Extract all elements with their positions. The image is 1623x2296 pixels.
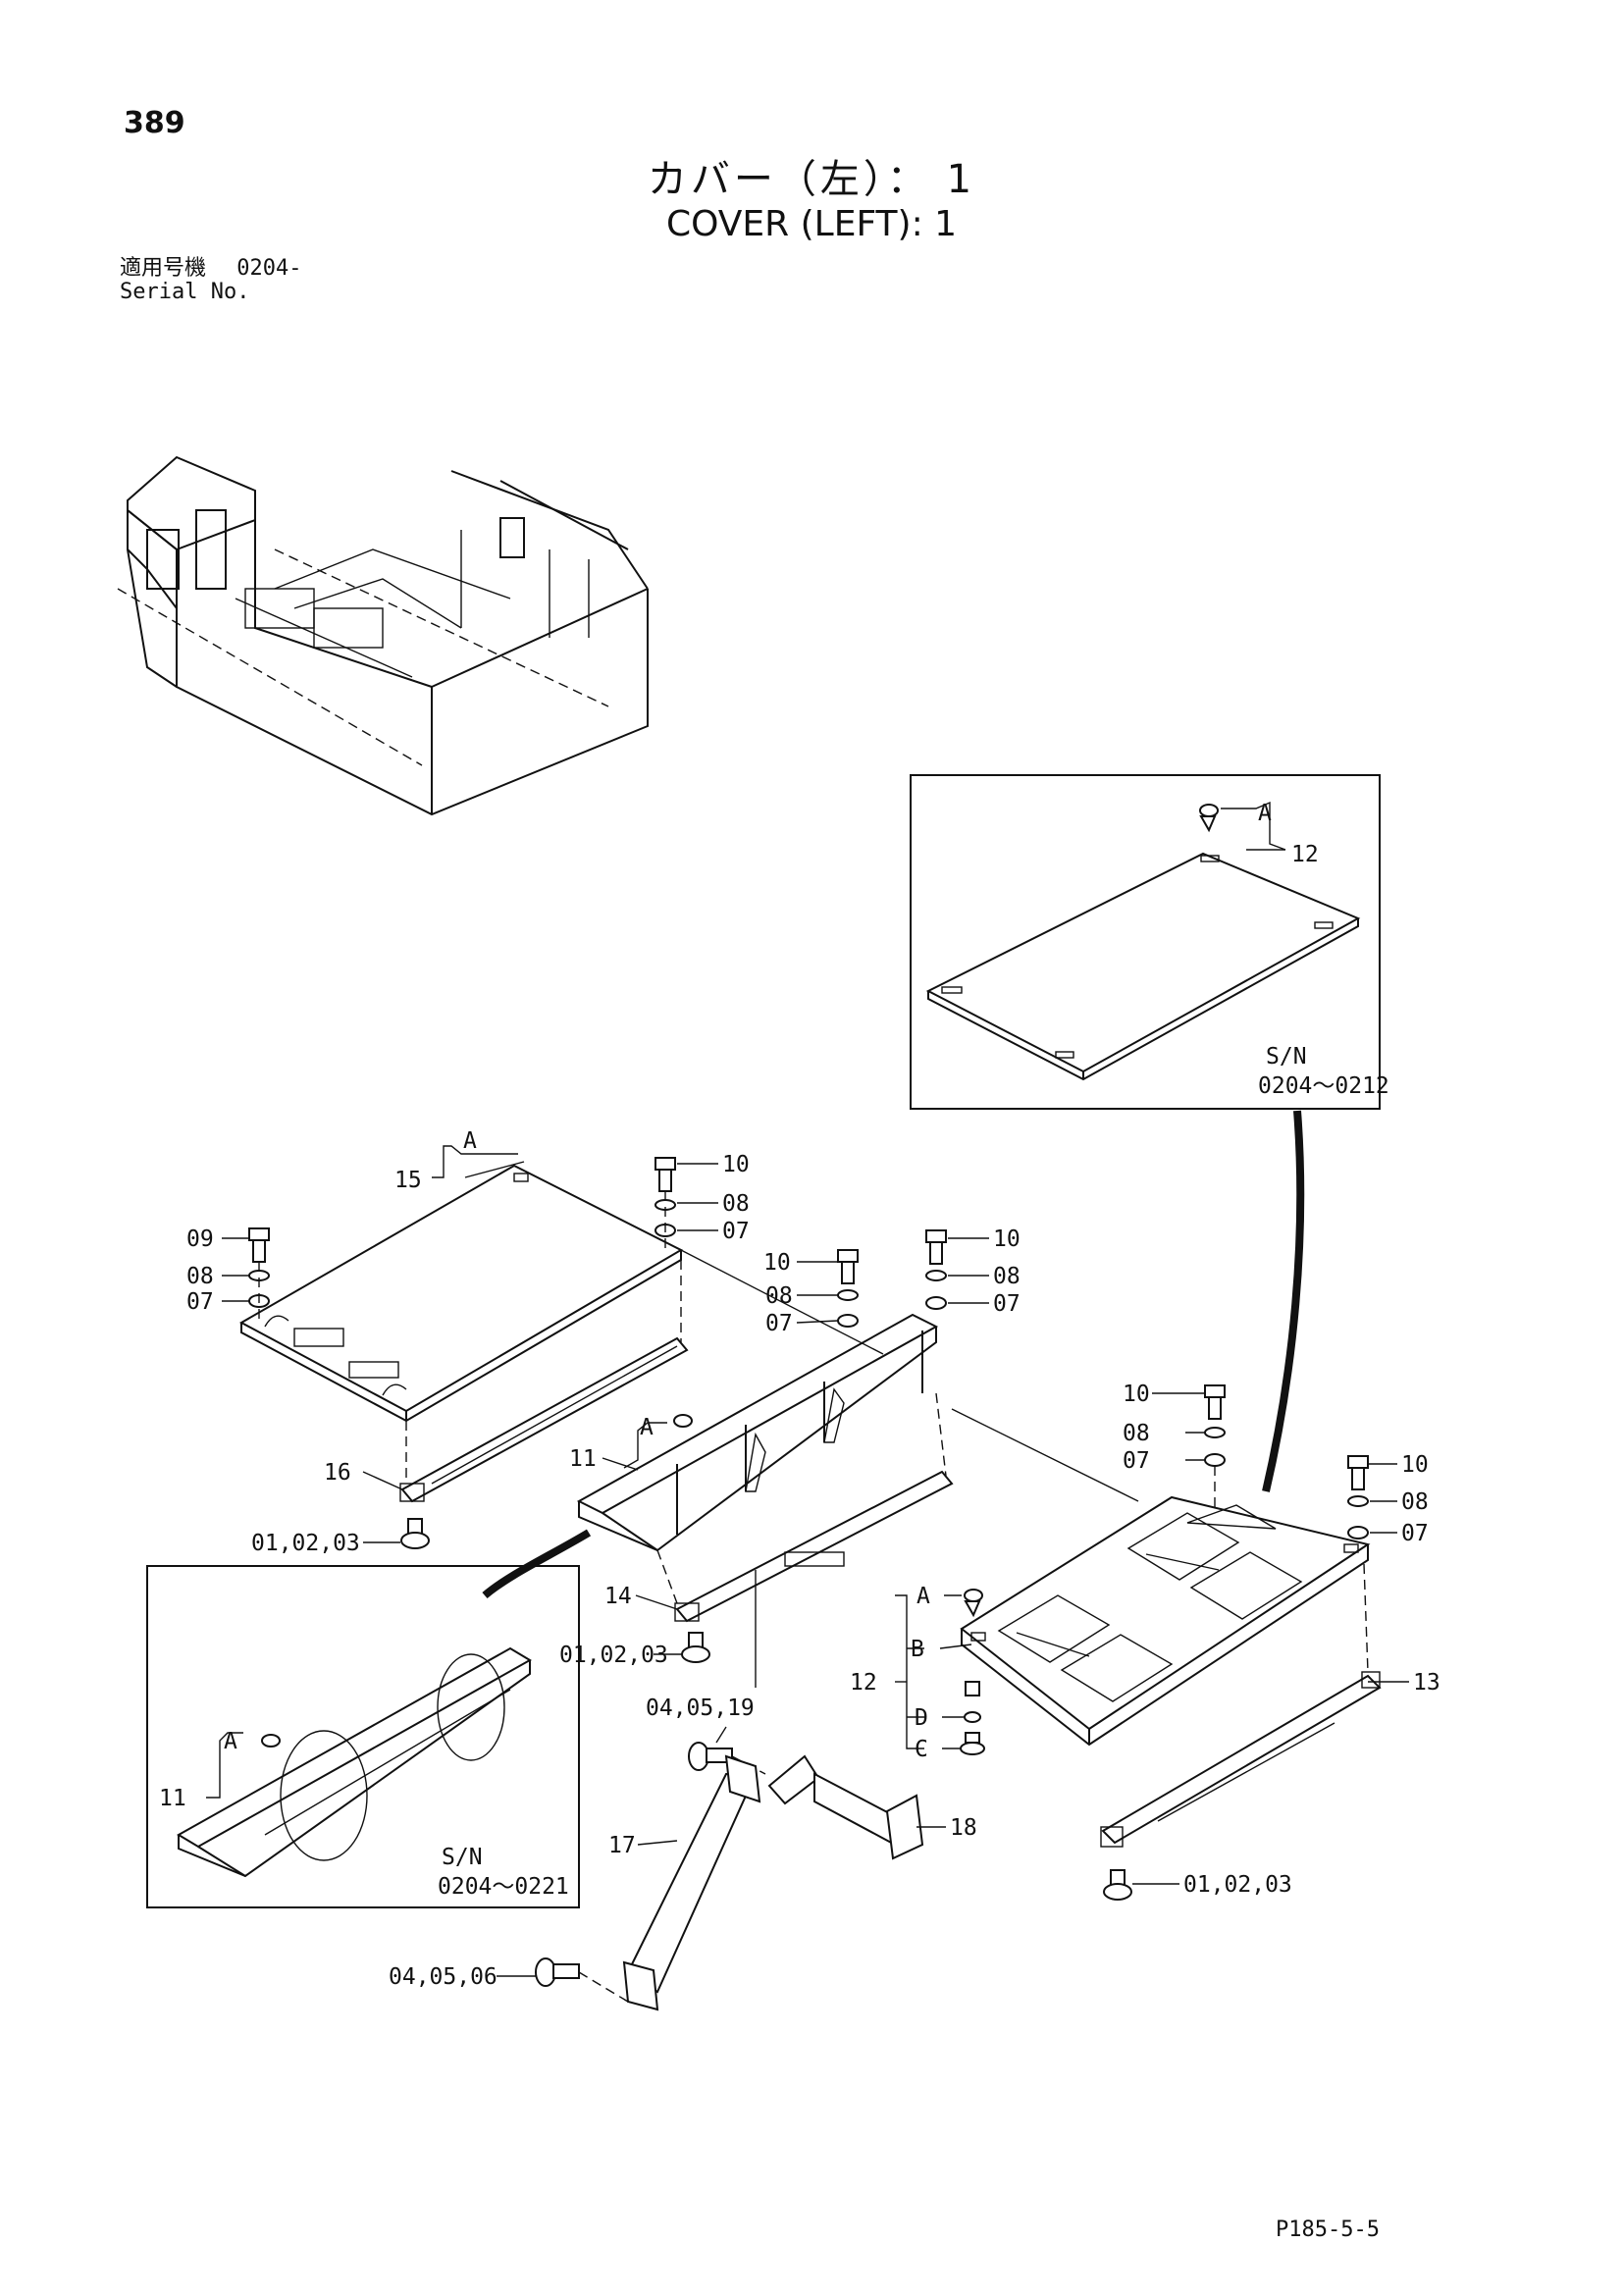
left-inset-sn-label: S/N <box>442 1845 483 1870</box>
bolt-01-middle <box>681 1632 710 1663</box>
callout-08-mid-right: 08 <box>993 1264 1021 1289</box>
callout-a-right-inset: A <box>1258 801 1272 826</box>
footer-code: P185-5-5 <box>1276 2218 1380 2242</box>
bracket-16 <box>399 1260 689 1503</box>
serial-number-block: 適用号機 0204- Serial No. <box>120 257 302 304</box>
bracket-14 <box>656 1392 954 1623</box>
callout-01-02-03-right: 01,02,03 <box>1183 1872 1292 1898</box>
callout-01-02-03-left: 01,02,03 <box>251 1531 360 1556</box>
leader-lines <box>222 1145 1409 1977</box>
bolt-01-left <box>400 1518 430 1549</box>
callout-01-02-03-middle: 01,02,03 <box>559 1643 668 1668</box>
inset-leader-left <box>482 1529 592 1599</box>
callout-08-left: 08 <box>186 1264 214 1289</box>
serial-label-english: Serial No. <box>120 280 250 304</box>
left-inset-sn-range: 0204～0221 <box>438 1874 569 1900</box>
callout-04-05-06: 04,05,06 <box>389 1964 497 1990</box>
connector-line <box>951 1408 1139 1502</box>
callout-18: 18 <box>950 1815 977 1841</box>
callout-07-left: 07 <box>186 1289 214 1315</box>
callout-10-middle: 10 <box>763 1250 791 1276</box>
page-title-japanese: カバー（左）： 1 <box>647 157 976 202</box>
callout-13: 13 <box>1413 1670 1440 1696</box>
hardware-left <box>248 1227 270 1323</box>
callout-07-mid-right: 07 <box>993 1291 1021 1317</box>
callout-12-right-inset: 12 <box>1291 842 1319 867</box>
callout-10-upper: 10 <box>722 1152 750 1177</box>
callout-10-mid-right: 10 <box>993 1226 1021 1252</box>
cover-12 <box>960 1495 1371 1747</box>
stay-18 <box>767 1754 924 1860</box>
callout-c: C <box>915 1737 928 1762</box>
callout-b: B <box>911 1637 924 1662</box>
callout-11: 11 <box>569 1446 597 1472</box>
right-inset-sn-label: S/N <box>1266 1044 1307 1070</box>
callout-15: 15 <box>394 1168 422 1193</box>
callout-16: 16 <box>324 1460 351 1486</box>
connector-line <box>680 1249 884 1355</box>
callout-d: D <box>915 1705 928 1731</box>
serial-label-japanese: 適用号機 <box>120 256 207 281</box>
hardware-middle <box>673 1229 947 1428</box>
inset-box-left: A 11 S/N 0204～0221 <box>146 1565 580 1908</box>
callout-08-upper: 08 <box>722 1191 750 1217</box>
hardware-right-mid <box>1204 1384 1226 1511</box>
inset-leader-right <box>1262 1110 1305 1492</box>
callout-07-upper: 07 <box>722 1219 750 1244</box>
callout-08-right: 08 <box>1123 1421 1150 1446</box>
inset-box-right: A 12 S/N 0204～0212 <box>910 774 1389 1110</box>
callout-10-far-right: 10 <box>1401 1452 1429 1478</box>
stay-17 <box>622 1754 761 2011</box>
page-title-english: COVER (LEFT): 1 <box>665 204 958 244</box>
bracket-13 <box>1100 1563 1382 1848</box>
callout-08-far-right: 08 <box>1401 1489 1429 1515</box>
callout-11-left-inset: 11 <box>159 1786 186 1811</box>
bolt-01-right <box>1103 1869 1132 1901</box>
callout-14: 14 <box>604 1584 632 1609</box>
callout-04-05-19: 04,05,19 <box>646 1696 755 1721</box>
callout-17: 17 <box>608 1833 636 1858</box>
callout-12: 12 <box>850 1670 877 1696</box>
callout-08-middle: 08 <box>765 1283 793 1309</box>
callout-a-left-inset: A <box>224 1729 237 1754</box>
callout-a-cover15: A <box>463 1128 477 1154</box>
hardware-upper-middle <box>654 1157 676 1250</box>
machine-overview-illustration <box>117 455 649 816</box>
bolt-04-06 <box>535 1957 629 2003</box>
fasteners-12 <box>960 1589 985 1755</box>
right-inset-sn-range: 0204～0212 <box>1258 1073 1389 1099</box>
callout-07-right: 07 <box>1123 1448 1150 1474</box>
callout-09: 09 <box>186 1226 214 1252</box>
page-number: 389 <box>124 106 185 140</box>
callout-10-right: 10 <box>1123 1382 1150 1407</box>
callout-a-support11: A <box>640 1415 654 1440</box>
serial-value: 0204- <box>236 256 302 281</box>
callout-a-cover12: A <box>916 1584 930 1609</box>
hardware-far-right <box>1347 1455 1369 1539</box>
callout-07-middle: 07 <box>765 1311 793 1336</box>
callout-07-far-right: 07 <box>1401 1521 1429 1546</box>
callout-labels: A 15 10 08 07 09 08 07 10 08 07 10 08 07… <box>186 1128 1440 1990</box>
